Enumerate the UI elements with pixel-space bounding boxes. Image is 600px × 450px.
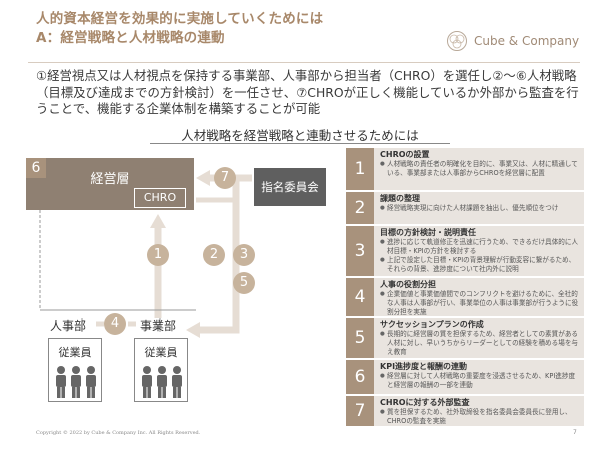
employee-box-hr: 従業員 xyxy=(48,338,102,402)
management-label: 経営層 xyxy=(90,172,130,187)
step-row-1: 1 CHROの設置 人材戦略の責任者の明確化を目的に、事業又は、人材に精通してい… xyxy=(346,148,584,190)
hr-dept-label: 人事部 xyxy=(50,319,87,333)
step-heading: CHROの設置 xyxy=(380,150,430,159)
employee-label: 従業員 xyxy=(58,346,92,359)
step-circle-7: 7 xyxy=(214,167,236,189)
step-heading: 人事の役割分担 xyxy=(380,280,436,289)
step-number: 6 xyxy=(346,360,374,394)
step-circle-5: 5 xyxy=(233,272,255,294)
step-heading: KPI進捗度と報酬の連動 xyxy=(380,362,468,371)
business-dept-label: 事業部 xyxy=(140,319,177,333)
employee-box-business: 従業員 xyxy=(134,338,188,402)
diagram-title-underline xyxy=(150,143,450,144)
management-number: 6 xyxy=(26,158,46,178)
step-bullet: 質を担保するため、社外取締役を指名委員会委員長に登用し、CHROの監査を実施 xyxy=(380,408,579,426)
people-icon xyxy=(56,366,96,398)
step-circle-1: 1 xyxy=(147,244,169,266)
arrow-2-3-5 xyxy=(196,178,240,334)
chro-box: CHRO xyxy=(134,188,186,208)
step-row-4: 4 人事の役割分担 企業価値と事業価値間でのコンフリクトを避けるために、全社的な… xyxy=(346,278,584,316)
step-number: 7 xyxy=(346,396,374,426)
people-icon xyxy=(142,366,182,398)
step-bullet: 経営層に対して人材戦略の重要度を浸透させるため、KPI進捗度と経営層の報酬の一部… xyxy=(380,372,579,390)
step-bullet: 上記で設定した目標・KPIの背景理解が行動変容に繋がるため、それらの背景、進捗度… xyxy=(380,256,579,274)
step-bullet: 長期的に経営層の質を担保するため、経営者としての素質がある人材に対し、早いうちか… xyxy=(380,330,579,357)
step-bullet: 経営戦略実現に向けた人材課題を抽出し、優先順位をつけ xyxy=(380,204,579,213)
step-number: 1 xyxy=(346,148,374,190)
step-circle-4: 4 xyxy=(104,313,126,335)
logo-text: Cube & Company xyxy=(474,34,580,48)
step-row-6: 6 KPI進捗度と報酬の連動 経営層に対して人材戦略の重要度を浸透させるため、K… xyxy=(346,360,584,394)
step-row-7: 7 CHROに対する外部監査 質を担保するため、社外取締役を指名委員会委員長に登… xyxy=(346,396,584,426)
step-heading: 課題の整理 xyxy=(380,194,420,203)
step-heading: CHROに対する外部監査 xyxy=(380,398,470,407)
copyright: Copyright © 2022 by Cube & Company Inc. … xyxy=(36,430,201,436)
page-number: 7 xyxy=(573,429,577,436)
step-row-2: 2 課題の整理 経営戦略実現に向けた人材課題を抽出し、優先順位をつけ xyxy=(346,192,584,224)
employee-label: 従業員 xyxy=(144,346,178,359)
title-line-2: A：経営戦略と人材戦略の連動 xyxy=(36,30,225,46)
step-bullet: 企業価値と事業価値間でのコンフリクトを避けるために、全社的な人事は人事部が行い、… xyxy=(380,290,579,316)
cube-logo-icon xyxy=(447,31,467,51)
step-row-5: 5 サクセッションプランの作成 長期的に経営層の質を担保するため、経営者としての… xyxy=(346,318,584,358)
step-number: 2 xyxy=(346,192,374,224)
step-number: 3 xyxy=(346,226,374,276)
title-line-1: 人的資本経営を効果的に実施していくためには xyxy=(36,11,324,27)
diagram-title: 人材戦略を経営戦略と連動させるためには xyxy=(181,128,419,143)
step-bullet: 人材戦略の責任者の明確化を目的に、事業又は、人材に精通している、事業部または人事… xyxy=(380,160,579,178)
step-number: 5 xyxy=(346,318,374,358)
step-number: 4 xyxy=(346,278,374,316)
step-heading: 目標の方針検討・説明責任 xyxy=(380,228,476,237)
page-title: 人的資本経営を効果的に実施していくためには A：経営戦略と人材戦略の連動 xyxy=(36,10,416,48)
company-logo: Cube & Company xyxy=(446,30,579,52)
step-heading: サクセッションプランの作成 xyxy=(380,320,484,329)
nomination-committee-box: 指名委員会 xyxy=(254,168,326,206)
step-circle-2: 2 xyxy=(203,244,225,266)
lead-text: ①経営視点又は人材視点を保持する事業部、人事部から担当者（CHRO）を選任し②～… xyxy=(36,68,579,116)
header-divider xyxy=(28,62,580,63)
step-circle-3: 3 xyxy=(233,244,255,266)
step-row-3: 3 目標の方針検討・説明責任 進捗に応じて軌道修正を迅速に行うため、できるだけ具… xyxy=(346,226,584,276)
step-bullet: 進捗に応じて軌道修正を迅速に行うため、できるだけ具体的に人材目標・KPIの方針を… xyxy=(380,238,579,256)
